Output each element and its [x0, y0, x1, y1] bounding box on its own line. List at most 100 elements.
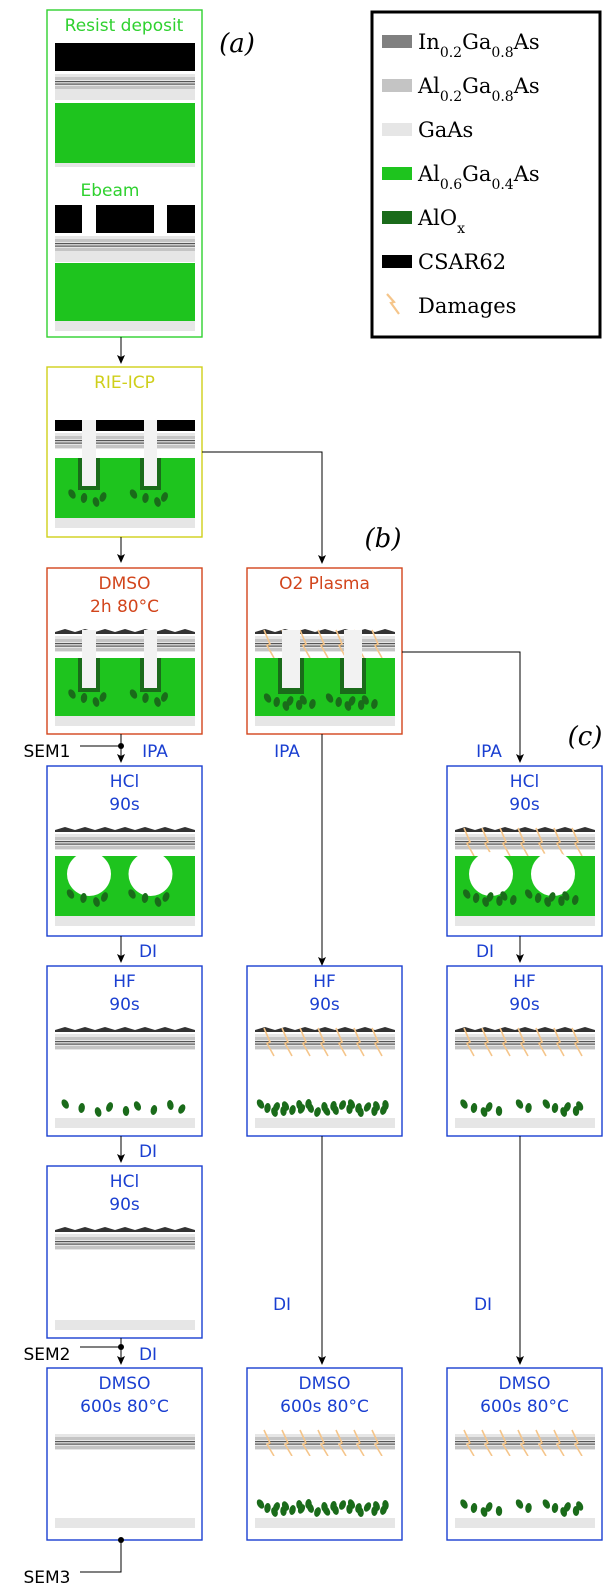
- algaas-layer: [55, 1046, 195, 1049]
- alox-particle: [363, 1502, 372, 1512]
- gaas-layer: [55, 252, 195, 262]
- legend-label: GaAs: [418, 118, 473, 142]
- alox-particle: [373, 1101, 380, 1111]
- step-title: 90s: [109, 795, 140, 815]
- step-title: 90s: [109, 1195, 140, 1215]
- alox-particle: [562, 891, 570, 901]
- etched-cavity: [67, 852, 111, 896]
- ingaas-layer: [55, 440, 195, 442]
- ingaas-layer: [455, 843, 595, 845]
- legend-swatch: [382, 123, 412, 136]
- alox-particle: [542, 1099, 551, 1109]
- csar-resist-block: [55, 205, 82, 233]
- ingaas-layer: [55, 843, 195, 845]
- substrate: [55, 1518, 195, 1528]
- alox-particle: [80, 893, 87, 903]
- alox-particle: [281, 1501, 290, 1511]
- rinse-label-di: DI: [139, 1345, 157, 1365]
- alox-particle: [470, 1103, 478, 1113]
- alox-particle: [178, 1104, 186, 1114]
- damage-mark: [571, 827, 583, 857]
- step-title: HF: [513, 972, 536, 992]
- rinse-label-ipa: IPA: [476, 742, 502, 762]
- alox-particle: [92, 697, 100, 707]
- damage-mark: [299, 629, 311, 659]
- step-title: HCl: [510, 772, 539, 792]
- step-hf_b: HF 90s: [246, 965, 403, 1137]
- step-title: DMSO: [99, 1374, 151, 1394]
- damage-mark: [317, 1027, 329, 1057]
- damage-mark: [553, 827, 565, 857]
- ingaas-layer: [55, 1443, 195, 1445]
- alox-particle: [525, 1503, 532, 1513]
- ingaas-layer: [455, 1441, 595, 1443]
- algaas-layer: [55, 1437, 195, 1440]
- rinse-label-di: DI: [139, 1142, 157, 1162]
- ingaas-layer: [55, 645, 195, 647]
- alox-particle: [295, 700, 303, 710]
- alox-particle: [348, 696, 356, 706]
- alox-particle: [80, 693, 88, 703]
- alox-particle: [263, 693, 272, 703]
- legend-label: Damages: [418, 294, 516, 318]
- damage-mark: [571, 1027, 583, 1057]
- alox-particle: [141, 893, 149, 903]
- csar-resist-block: [167, 205, 195, 233]
- alox-particle: [289, 1105, 296, 1115]
- damage-mark: [299, 1027, 311, 1057]
- ingaas-layer: [455, 1041, 595, 1043]
- csar-resist-block: [157, 420, 195, 431]
- surface-residue: [55, 827, 195, 832]
- substrate: [455, 916, 595, 926]
- step-title: 90s: [509, 995, 540, 1015]
- damage-mark: [371, 1429, 383, 1457]
- step-title: HF: [313, 972, 336, 992]
- damage-mark: [263, 1027, 275, 1057]
- surface-residue: [55, 1027, 195, 1032]
- legend-label: Al0.2Ga0.8As: [417, 74, 540, 105]
- etched-trench: [82, 420, 96, 486]
- ingaas-layer: [255, 1443, 395, 1445]
- damage-mark: [371, 1027, 383, 1057]
- alox-particle: [92, 497, 100, 507]
- sem3-leader: [80, 1540, 122, 1573]
- alox-particle: [322, 1106, 331, 1116]
- algaas-layer: [55, 648, 195, 651]
- step-title: 90s: [109, 995, 140, 1015]
- legend-swatch: [382, 255, 412, 268]
- damage-mark: [517, 1429, 529, 1457]
- damage-mark: [481, 1429, 493, 1457]
- damage-mark: [517, 827, 529, 857]
- damage-mark: [281, 1429, 293, 1457]
- substrate: [55, 321, 195, 331]
- alox-particle: [347, 1499, 356, 1509]
- rinse-label-di: DI: [273, 1295, 291, 1315]
- alox-particle: [462, 889, 471, 899]
- substrate: [55, 518, 195, 528]
- ingaas-layer: [55, 83, 195, 85]
- substrate: [55, 1118, 195, 1128]
- alox-particle: [576, 1101, 584, 1111]
- damage-mark: [335, 629, 347, 659]
- damage-mark: [317, 1429, 329, 1457]
- step-title: 600s 80°C: [80, 1397, 169, 1417]
- surface-residue: [55, 1227, 195, 1232]
- legend-swatch: [382, 211, 412, 224]
- alox-particle: [460, 1499, 468, 1509]
- substrate: [55, 1320, 195, 1330]
- damage-mark: [481, 1027, 493, 1057]
- damage-mark: [553, 1027, 565, 1057]
- algaas-layer: [55, 639, 195, 642]
- ingaas-layer: [55, 1241, 195, 1243]
- al06-layer: [55, 458, 195, 518]
- step-title: 90s: [309, 995, 340, 1015]
- ingaas-layer: [55, 1043, 195, 1045]
- alox-particle: [470, 1503, 478, 1513]
- alox-particle: [314, 1507, 321, 1517]
- etched-cavity: [531, 852, 575, 896]
- ingaas-layer: [55, 841, 195, 843]
